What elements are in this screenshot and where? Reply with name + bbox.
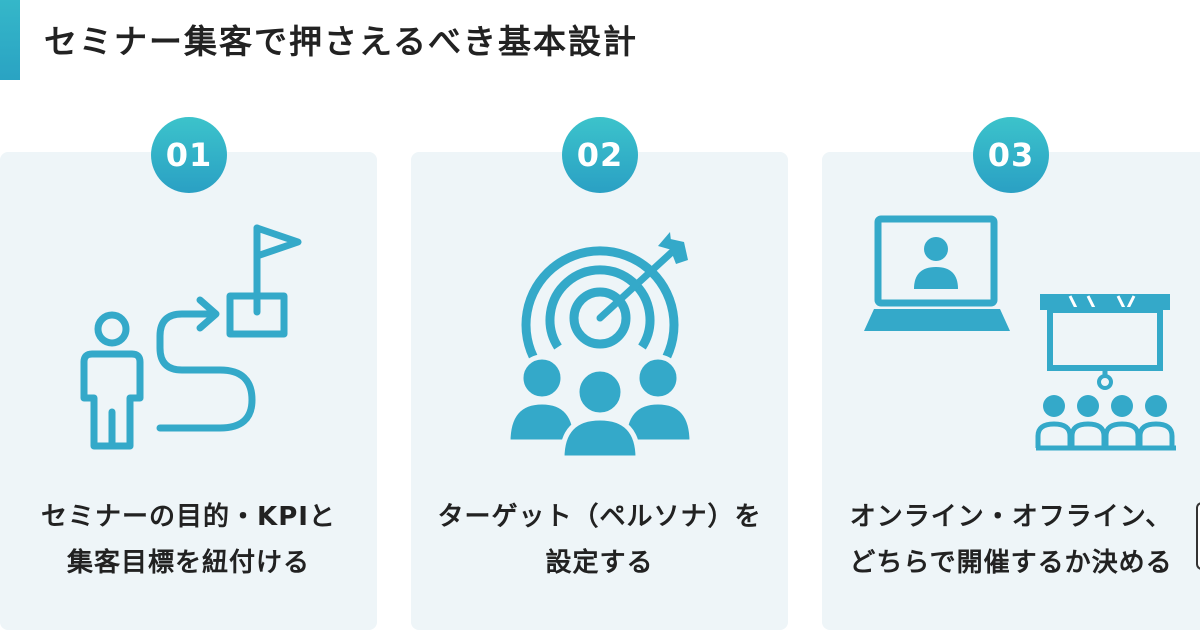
step-card-3 <box>822 152 1200 630</box>
step-description-1: セミナーの目的・KPIと 集客目標を紐付ける <box>0 494 377 586</box>
step-3-line-2: どちらで開催するか決める <box>849 548 1173 578</box>
step-description-3: オンライン・オフライン、 どちらで開催するか決める <box>822 494 1200 586</box>
screen-audience-offline-icon <box>1035 294 1176 451</box>
step-2-line-2: 設定する <box>545 548 654 578</box>
person-path-goal-flag-icon <box>80 224 302 450</box>
step-description-2: ターゲット（ペルソナ）を 設定する <box>411 494 788 586</box>
edge-tab-handle[interactable] <box>1196 502 1200 570</box>
step-number-badge-2: 02 <box>562 117 638 193</box>
step-3-line-1: オンライン・オフライン、 <box>849 502 1173 532</box>
step-card-1 <box>0 152 377 630</box>
step-2-line-1: ターゲット（ペルソナ）を <box>437 502 762 532</box>
step-1-line-2: 集客目標を紐付ける <box>66 548 310 578</box>
step-1-line-1: セミナーの目的・KPIと <box>41 502 336 532</box>
step-number-badge-1: 01 <box>151 117 227 193</box>
step-number-badge-3: 03 <box>973 117 1049 193</box>
page-title: セミナー集客で押さえるべき基本設計 <box>44 22 639 61</box>
title-accent-bar <box>0 0 20 80</box>
laptop-online-icon <box>864 215 1010 331</box>
target-arrow-audience-icon <box>505 232 695 458</box>
